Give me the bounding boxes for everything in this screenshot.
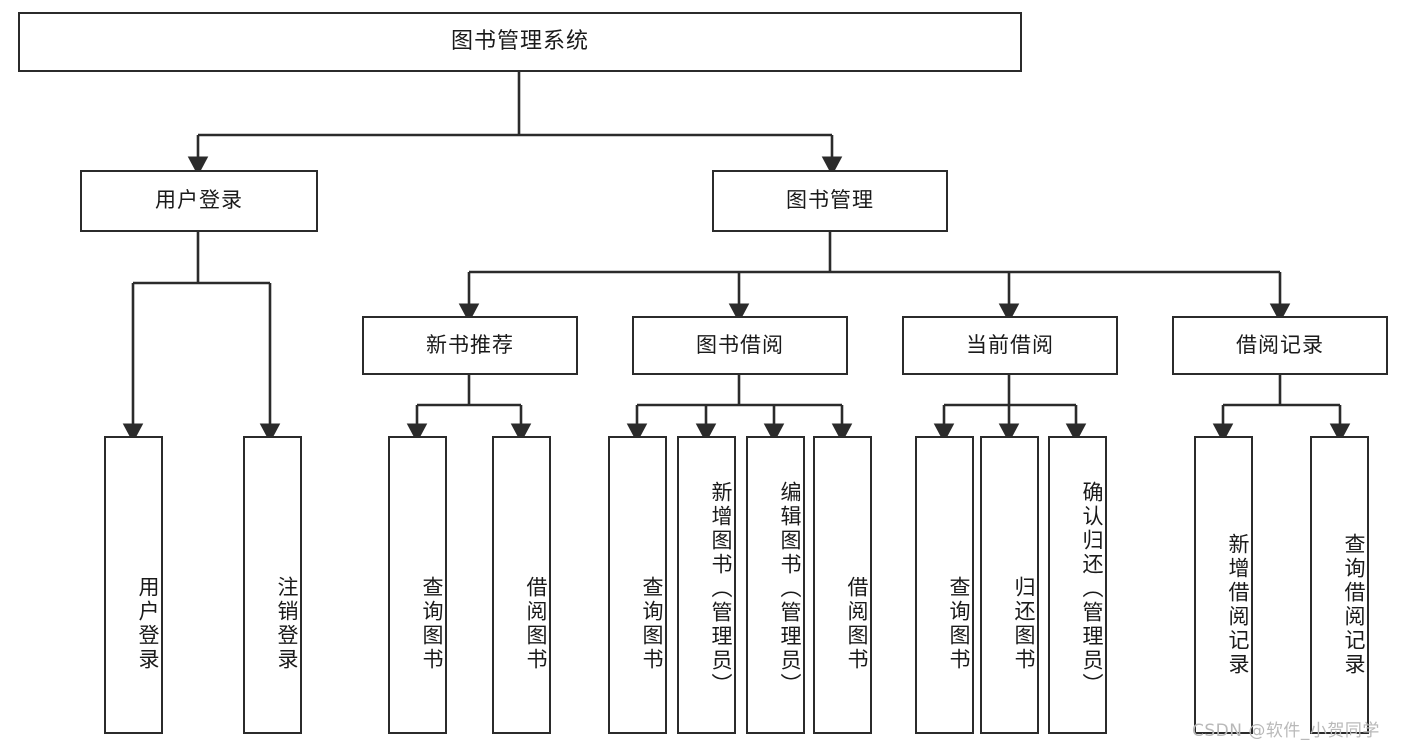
node-new-book-recommend[interactable]: 新书推荐 xyxy=(362,316,578,375)
node-borrow-record[interactable]: 借阅记录 xyxy=(1172,316,1388,375)
node-leaf-user-login[interactable]: 用户登录 xyxy=(104,436,163,734)
node-root-book-management-system[interactable]: 图书管理系统 xyxy=(18,12,1022,72)
node-leaf-edit-book[interactable]: 编辑图书（管理员） xyxy=(746,436,805,734)
node-leaf-query-book-3[interactable]: 查询图书 xyxy=(915,436,974,734)
node-leaf-query-book-1[interactable]: 查询图书 xyxy=(388,436,447,734)
node-leaf-logout[interactable]: 注销登录 xyxy=(243,436,302,734)
leaf-label: 编辑图书（管理员） xyxy=(778,481,802,697)
leaf-label: 查询借阅记录 xyxy=(1342,533,1366,677)
node-book-manage[interactable]: 图书管理 xyxy=(712,170,948,232)
leaf-label: 确认归还（管理员） xyxy=(1080,481,1104,697)
node-current-borrow[interactable]: 当前借阅 xyxy=(902,316,1118,375)
leaf-label: 注销登录 xyxy=(275,576,299,672)
node-leaf-query-record[interactable]: 查询借阅记录 xyxy=(1310,436,1369,734)
leaf-label: 新增借阅记录 xyxy=(1226,533,1250,677)
node-leaf-add-book[interactable]: 新增图书（管理员） xyxy=(677,436,736,734)
node-leaf-return-book[interactable]: 归还图书 xyxy=(980,436,1039,734)
node-leaf-borrow-book-2[interactable]: 借阅图书 xyxy=(813,436,872,734)
leaf-label: 归还图书 xyxy=(1012,576,1036,672)
leaf-label: 查询图书 xyxy=(947,576,971,672)
leaf-label: 借阅图书 xyxy=(845,576,869,672)
node-user-login[interactable]: 用户登录 xyxy=(80,170,318,232)
node-leaf-borrow-book-1[interactable]: 借阅图书 xyxy=(492,436,551,734)
leaf-label: 查询图书 xyxy=(640,576,664,672)
node-leaf-add-record[interactable]: 新增借阅记录 xyxy=(1194,436,1253,734)
csdn-watermark: CSDN @软件_小贺同学 xyxy=(1192,721,1380,741)
leaf-label: 查询图书 xyxy=(420,576,444,672)
node-book-borrow[interactable]: 图书借阅 xyxy=(632,316,848,375)
node-leaf-query-book-2[interactable]: 查询图书 xyxy=(608,436,667,734)
node-leaf-confirm-return[interactable]: 确认归还（管理员） xyxy=(1048,436,1107,734)
leaf-label: 借阅图书 xyxy=(524,576,548,672)
leaf-label: 用户登录 xyxy=(136,576,160,672)
leaf-label: 新增图书（管理员） xyxy=(709,481,733,697)
